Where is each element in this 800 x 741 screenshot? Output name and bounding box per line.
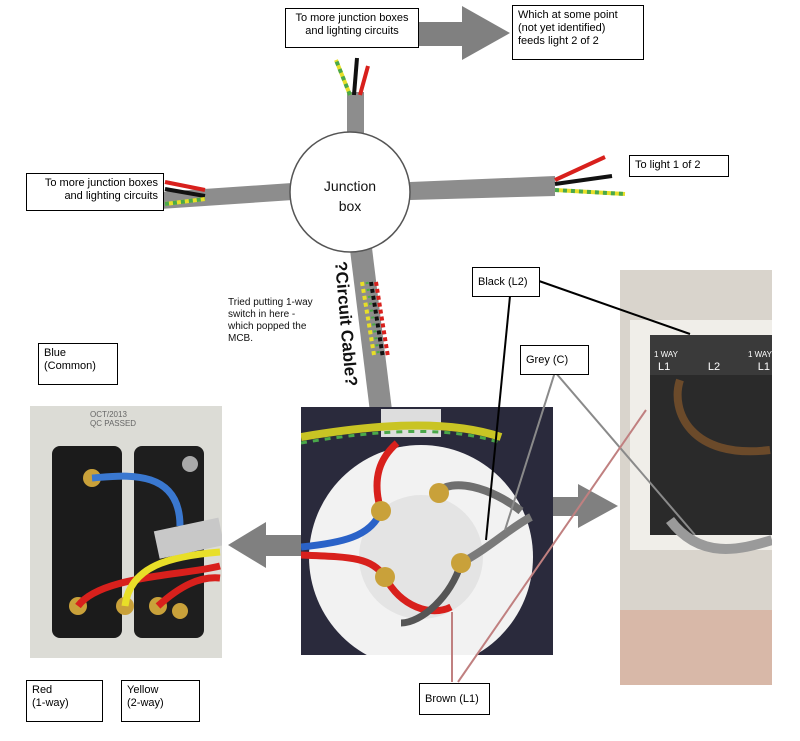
label-text: Which at some point xyxy=(518,9,618,21)
label-light-1: To light 1 of 2 xyxy=(629,155,729,177)
label-text: and lighting circuits xyxy=(64,190,158,202)
light-illustration xyxy=(620,270,772,685)
label-text: Red xyxy=(32,684,53,696)
label-grey-c: Grey (C) xyxy=(520,345,589,375)
circuit-cable-wires xyxy=(360,281,390,359)
note-line: MCB. xyxy=(228,333,253,344)
terminal-labels-main: L1 L2 L1 xyxy=(658,361,770,373)
cable-down xyxy=(350,248,392,412)
arrow-left xyxy=(228,522,305,568)
label-text: To more junction boxes xyxy=(44,177,158,189)
arrow-right xyxy=(553,484,618,528)
label-text: Grey (C) xyxy=(526,354,569,366)
terminal-label: L1 xyxy=(658,361,671,373)
switch-stamp: OCT/2013 QC PASSED xyxy=(90,410,136,428)
junction-photo xyxy=(301,407,553,655)
terminal-label: L2 xyxy=(707,361,721,373)
light-photo: 1 WAY 1 WAY L1 L2 L1 xyxy=(620,270,772,685)
label-yellow: Yellow (2-way) xyxy=(121,680,200,722)
label-black-l2: Black (L2) xyxy=(472,267,540,297)
label-text: To light 1 of 2 xyxy=(635,159,701,171)
label-text: Black (L2) xyxy=(478,276,528,288)
stamp-line: QC PASSED xyxy=(90,419,137,428)
label-text: Yellow xyxy=(127,684,159,696)
cable-right xyxy=(410,176,555,200)
cable-up xyxy=(347,92,364,144)
note-line: switch in here - xyxy=(228,309,296,320)
note-line: which popped the xyxy=(228,321,307,332)
wires-top xyxy=(334,57,370,96)
junction-illustration xyxy=(301,407,553,655)
switch-photo: OCT/2013 QC PASSED xyxy=(30,406,222,658)
wires-right xyxy=(554,155,626,196)
label-text: (Common) xyxy=(44,360,96,372)
wires-left xyxy=(164,180,206,206)
terminal-labels: 1 WAY 1 WAY xyxy=(654,350,772,360)
label-text: (not yet identified) xyxy=(518,22,606,34)
cable-left xyxy=(160,183,293,209)
label-brown-l1: Brown (L1) xyxy=(419,683,490,715)
note-line: Tried putting 1-way xyxy=(228,297,313,308)
junction-box-line1: Junction xyxy=(323,178,377,194)
junction-box-line2: box xyxy=(338,198,362,214)
terminal-label: 1 WAY xyxy=(747,350,772,359)
label-top-more-boxes: To more junction boxes and lighting circ… xyxy=(285,8,419,48)
label-text: and lighting circuits xyxy=(305,25,399,37)
label-text: To more junction boxes xyxy=(295,12,409,24)
junction-box-label: Junction box xyxy=(312,176,388,216)
label-red: Red (1-way) xyxy=(26,680,103,722)
label-blue: Blue (Common) xyxy=(38,343,118,385)
note-text: Tried putting 1-way switch in here - whi… xyxy=(228,297,338,345)
arrow-top-right xyxy=(398,6,510,60)
stamp-line: OCT/2013 xyxy=(90,410,127,419)
label-text: feeds light 2 of 2 xyxy=(518,35,599,47)
terminal-label: L1 xyxy=(757,361,770,373)
label-text: (2-way) xyxy=(127,697,164,709)
terminal-label: 1 WAY xyxy=(654,350,679,359)
label-light-2: Which at some point (not yet identified)… xyxy=(512,5,644,60)
label-text: Blue xyxy=(44,347,67,359)
junction-box-circle xyxy=(289,131,411,253)
switch-illustration xyxy=(30,406,222,658)
label-text: Brown (L1) xyxy=(425,693,479,705)
label-left-more-boxes: To more junction boxes and lighting circ… xyxy=(26,173,164,211)
label-text: (1-way) xyxy=(32,697,69,709)
